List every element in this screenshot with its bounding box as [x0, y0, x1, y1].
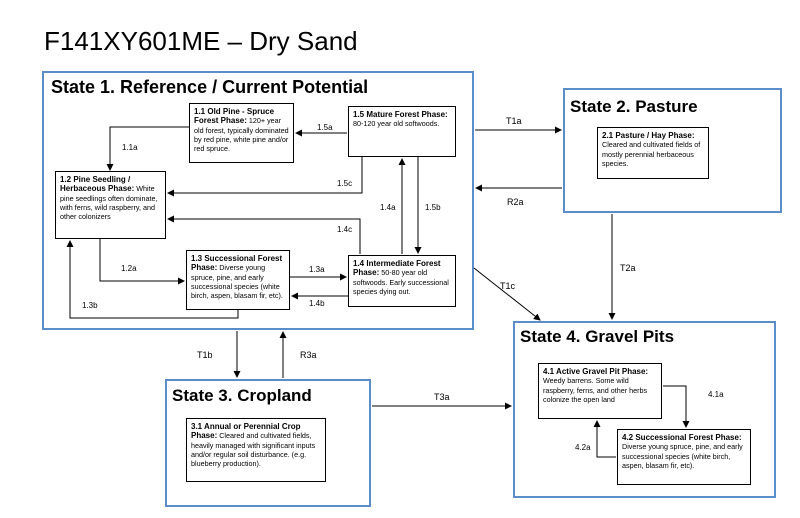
label-1-2a: 1.2a: [121, 264, 137, 273]
phase-4-2-name: 4.2 Successional Forest Phase:: [622, 433, 742, 442]
label-T1b: T1b: [197, 350, 213, 360]
phase-1-4-name: 1.4 Intermediate Forest Phase:: [353, 259, 441, 278]
phase-1-2-name: 1.2 Pine Seedling / Herbaceous Phase:: [60, 175, 135, 194]
phase-4-1: 4.1 Active Gravel Pit Phase: Weedy barre…: [538, 363, 662, 419]
phase-1-4: 1.4 Intermediate Forest Phase: 50-80 yea…: [348, 255, 456, 307]
state-2-title: State 2. Pasture: [570, 97, 698, 116]
phase-1-1: 1.1 Old Pine - Spruce Forest Phase: 120+…: [189, 103, 294, 163]
label-R2a: R2a: [507, 197, 524, 207]
label-1-4b: 1.4b: [309, 299, 325, 308]
phase-1-2: 1.2 Pine Seedling / Herbaceous Phase: Wh…: [55, 171, 166, 239]
phase-1-4-desc: 50-80 year old softwoods. Early successi…: [353, 268, 449, 296]
state-4-title: State 4. Gravel Pits: [520, 327, 675, 346]
phase-1-3: 1.3 Successional Forest Phase: Diverse y…: [186, 250, 290, 310]
state-3-title: State 3. Cropland: [172, 386, 312, 405]
phase-1-5-name: 1.5 Mature Forest Phase:: [353, 110, 448, 119]
phase-1-5: 1.5 Mature Forest Phase: 80-120 year old…: [348, 106, 456, 157]
phase-3-1-name: 3.1 Annual or Perennial Crop Phase:: [191, 422, 301, 441]
phase-1-1-desc: 120+ year old forest, typically dominate…: [194, 116, 289, 154]
label-1-3a: 1.3a: [309, 265, 325, 274]
phase-4-2: 4.2 Successional Forest Phase: Diverse y…: [617, 429, 751, 485]
label-4-1a: 4.1a: [708, 390, 724, 399]
label-1-4c: 1.4c: [337, 225, 353, 234]
phase-1-5-desc: 80-120 year old softwoods.: [353, 119, 440, 129]
label-1-5a: 1.5a: [317, 123, 333, 132]
phase-2-1: 2.1 Pasture / Hay Phase: Cleared and cul…: [597, 127, 709, 179]
label-T3a: T3a: [434, 392, 450, 402]
label-T1a: T1a: [506, 116, 522, 126]
label-1-3b: 1.3b: [82, 301, 98, 310]
arrow-T1c: [473, 267, 541, 321]
phase-1-2-desc: White pine seedlings often dominate, wit…: [60, 184, 158, 222]
phase-4-1-desc: Weedy barrens. Some wild raspberry, fern…: [543, 376, 648, 404]
label-T2a: T2a: [620, 263, 636, 273]
label-1-5c: 1.5c: [337, 179, 353, 188]
page-title: F141XY601ME – Dry Sand: [44, 26, 358, 56]
phase-2-1-name: 2.1 Pasture / Hay Phase:: [602, 131, 695, 140]
label-1-5b: 1.5b: [425, 203, 441, 212]
phase-1-1-name: 1.1 Old Pine - Spruce Forest Phase:: [194, 107, 275, 126]
phase-2-1-desc: Cleared and cultivated fields of mostly …: [602, 140, 701, 168]
label-1-1a: 1.1a: [122, 143, 138, 152]
label-4-2a: 4.2a: [575, 443, 591, 452]
label-T1c: T1c: [500, 281, 516, 291]
state-1-title: State 1. Reference / Current Potential: [51, 77, 369, 97]
phase-3-1: 3.1 Annual or Perennial Crop Phase: Clea…: [186, 418, 326, 482]
label-1-4a: 1.4a: [380, 203, 396, 212]
phase-4-1-name: 4.1 Active Gravel Pit Phase:: [543, 367, 649, 376]
phase-3-1-desc: Cleared and cultivated fields, heavily m…: [191, 431, 316, 469]
label-R3a: R3a: [300, 350, 317, 360]
phase-4-2-desc: Diverse young spruce, pine, and early su…: [622, 442, 743, 470]
